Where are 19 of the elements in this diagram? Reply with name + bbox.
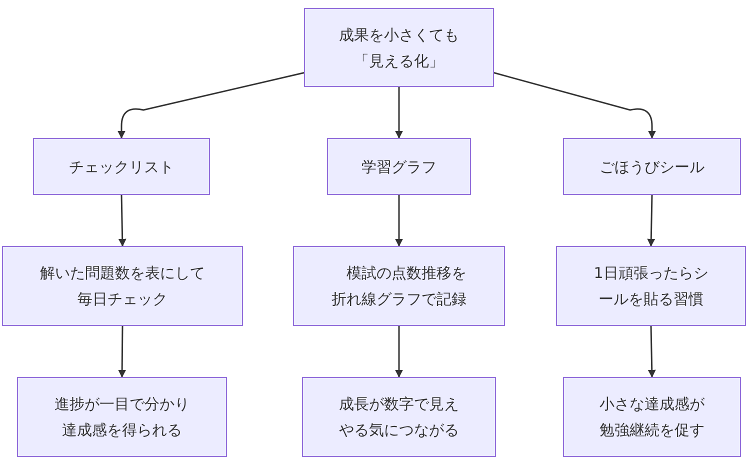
process-box: ごほうびシール: [563, 138, 741, 195]
process-box: 学習グラフ: [327, 138, 471, 195]
arrow: [395, 87, 403, 139]
arrow: [118, 194, 126, 247]
process-box: 1日頑張ったらシールを貼る習慣: [556, 246, 746, 326]
arrow: [494, 72, 656, 139]
arrow: [647, 194, 656, 247]
arrow: [395, 326, 403, 378]
process-box: 模試の点数推移を折れ線グラフで記録: [293, 246, 505, 326]
process-box: 進捗が一目で分かり達成感を得られる: [17, 377, 227, 457]
process-box: チェックリスト: [33, 138, 210, 195]
process-box: 成長が数字で見えやる気につながる: [302, 377, 496, 457]
arrow: [118, 326, 126, 378]
process-box: 成果を小さくても「見える化」: [304, 8, 494, 87]
arrow: [648, 326, 656, 378]
arrow: [395, 195, 403, 247]
arrow: [118, 72, 304, 139]
process-box: 小さな達成感が勉強継続を促す: [563, 377, 741, 457]
process-box: 解いた問題数を表にして毎日チェック: [2, 246, 243, 326]
